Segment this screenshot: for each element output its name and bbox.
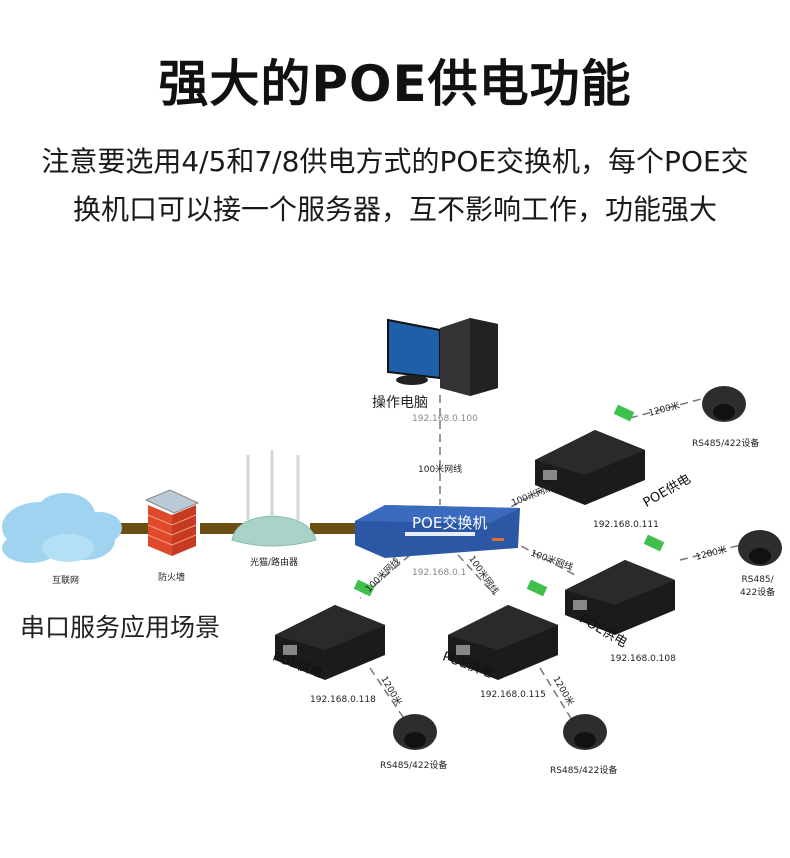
internet-label: 互联网: [52, 576, 80, 586]
cable-internet-firewall: [100, 523, 160, 534]
server3-device-label: RS485/422设备: [380, 761, 448, 771]
server1-device-label: RS485/422设备: [692, 439, 760, 449]
server2-ip: 192.168.0.108: [610, 654, 676, 664]
link-switch-server4: [457, 554, 496, 596]
pc-ip: 192.168.0.100: [412, 414, 478, 424]
server-1-icon: [535, 404, 645, 505]
camera-3-icon: [393, 714, 437, 750]
server2-device-label: RS485/ 422设备: [740, 575, 776, 598]
pc-icon: [387, 318, 498, 396]
subtitle-line-1: 注意要选用4/5和7/8供电方式的POE交换机，每个POE交: [41, 145, 749, 178]
firewall-icon: [144, 489, 200, 556]
server4-ip: 192.168.0.115: [480, 690, 546, 700]
switch-ip: 192.168.0.1: [412, 568, 467, 578]
server-4-icon: [448, 579, 558, 680]
cable-router-switch: [310, 523, 360, 534]
cable-firewall-router: [200, 523, 245, 534]
internet-cloud-icon: [2, 493, 122, 563]
subtitle-line-2: 换机口可以接一个服务器，互不影响工作，功能强大: [72, 193, 717, 226]
link-switch-server1: [499, 487, 546, 514]
link-server2-cam: [679, 543, 746, 561]
camera-4-icon: [563, 714, 607, 750]
scene-title: 串口服务应用场景: [20, 613, 221, 642]
link-server4-cam: [539, 667, 573, 721]
camera-2-icon: [738, 530, 782, 566]
page-title: 强大的POE供电功能: [158, 55, 632, 113]
link-server3-cam: [369, 667, 406, 721]
pc-label: 操作电脑: [372, 395, 428, 411]
server3-ip: 192.168.0.118: [310, 695, 376, 705]
camera-1-icon: [702, 386, 746, 422]
server1-ip: 192.168.0.111: [593, 520, 659, 530]
server4-device-label: RS485/422设备: [550, 766, 618, 776]
link-label-pc-switch: 100米网线: [418, 465, 463, 475]
firewall-label: 防火墙: [158, 573, 186, 583]
switch-label: POE交换机: [412, 514, 488, 532]
server-2-icon: [565, 534, 675, 635]
server-3-icon: [275, 579, 385, 680]
poe-switch-icon: [355, 505, 520, 558]
router-label: 光猫/路由器: [250, 558, 299, 568]
router-icon: [231, 450, 317, 547]
